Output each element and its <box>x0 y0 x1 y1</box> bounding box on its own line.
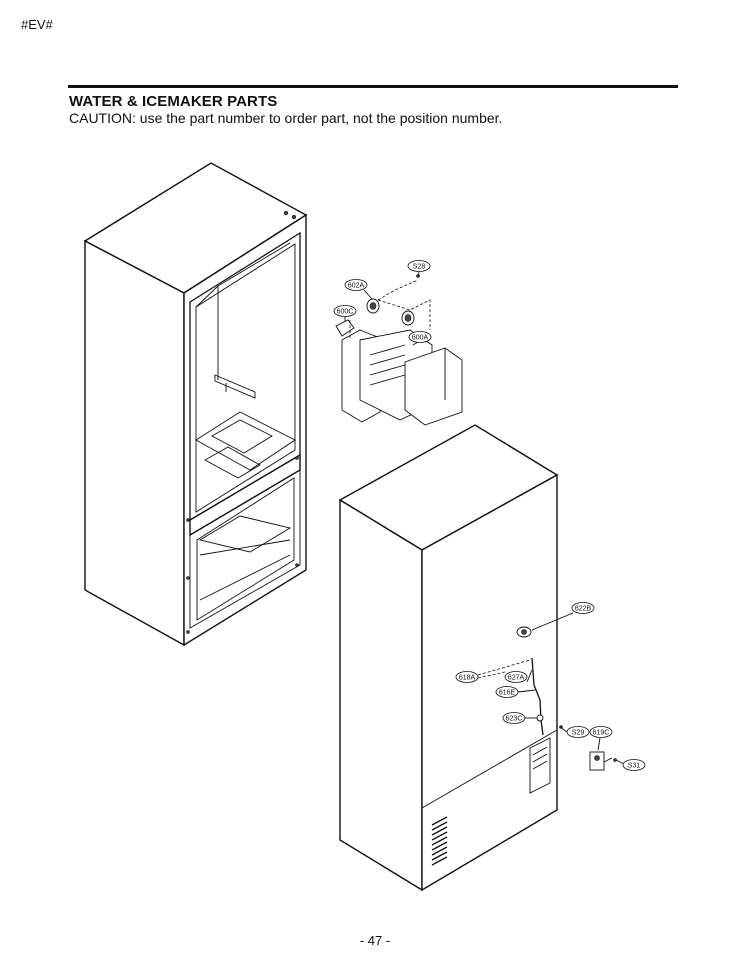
callout-618a: 618A <box>455 671 479 683</box>
svg-text:S31: S31 <box>628 763 641 770</box>
callout-616e: 616E <box>495 686 519 698</box>
svg-text:602A: 602A <box>348 283 365 290</box>
callout-602a: 602A <box>344 279 368 291</box>
section-title: WATER & ICEMAKER PARTS <box>69 93 278 110</box>
document-code: #EV# <box>21 17 53 32</box>
icemaker-assembly <box>335 274 463 426</box>
page-number: - 47 - <box>359 933 391 948</box>
svg-text:622B: 622B <box>575 606 592 613</box>
svg-text:619C: 619C <box>593 730 610 737</box>
svg-text:S29: S29 <box>572 730 585 737</box>
svg-text:600A: 600A <box>412 335 429 342</box>
callout-600a: 600A <box>408 331 432 343</box>
callout-s31: S31 <box>622 759 646 771</box>
callout-s28: S28 <box>407 260 431 272</box>
cabinet-interior-view <box>83 162 308 647</box>
cabinet-rear-view <box>338 424 617 892</box>
svg-text:618A: 618A <box>459 675 476 682</box>
svg-text:627A: 627A <box>508 675 525 682</box>
leader-lines <box>344 271 625 765</box>
callout-600c: 600C <box>333 305 357 317</box>
callout-627a: 627A <box>504 671 528 683</box>
callout-619c: 619C <box>589 726 613 738</box>
svg-text:623C: 623C <box>506 716 523 723</box>
svg-text:616E: 616E <box>499 690 516 697</box>
callout-s29: S29 <box>566 726 590 738</box>
caution-note: CAUTION: use the part number to order pa… <box>69 110 503 126</box>
rear-vent-grille <box>431 816 448 866</box>
svg-text:600C: 600C <box>337 309 354 316</box>
callout-622b: 622B <box>571 602 595 614</box>
callout-623c: 623C <box>502 712 526 724</box>
header-rule <box>68 85 678 88</box>
svg-text:S28: S28 <box>413 264 426 271</box>
